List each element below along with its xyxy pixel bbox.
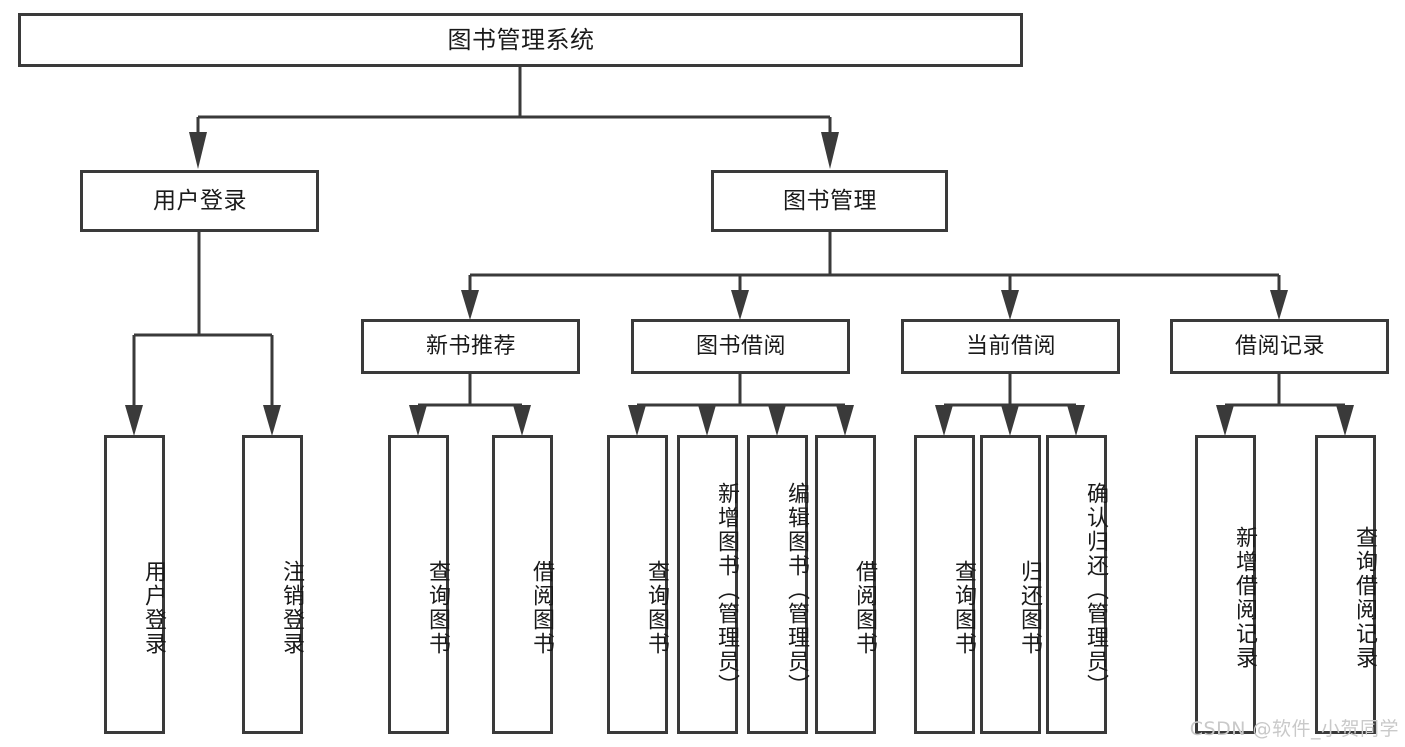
leaf-box-borrow-lend[interactable]	[815, 435, 876, 734]
arrow-head-book-borrow-leaf-3	[768, 405, 786, 436]
arrow-head-current-borrow	[1001, 290, 1019, 320]
arrow-head-leaf-logout	[263, 405, 281, 436]
arrow-head-book-borrow	[731, 290, 749, 320]
leaf-box-borrow-edit[interactable]	[747, 435, 808, 734]
node-root-box[interactable]	[18, 13, 1023, 67]
watermark-text: CSDN @软件_小贺同学	[1189, 718, 1399, 740]
node-current-borrow-box[interactable]	[901, 319, 1120, 374]
node-book-borrow-box[interactable]	[631, 319, 850, 374]
leaf-box-borrow-query[interactable]	[607, 435, 668, 734]
leaf-box-user-login[interactable]	[104, 435, 165, 734]
leaf-box-record-query[interactable]	[1315, 435, 1376, 734]
arrow-head-book-borrow-leaf-4	[836, 405, 854, 436]
arrow-head-borrow-record	[1270, 290, 1288, 320]
node-user-login-box[interactable]	[80, 170, 319, 232]
leaf-box-borrow-add[interactable]	[677, 435, 738, 734]
arrow-head-borrow-record-leaf-2	[1336, 405, 1354, 436]
arrow-head-current-borrow-leaf-2	[1001, 405, 1019, 436]
leaf-box-current-query[interactable]	[914, 435, 975, 734]
arrow-head-borrow-record-leaf-1	[1216, 405, 1234, 436]
arrow-head-current-borrow-leaf-3	[1067, 405, 1085, 436]
node-new-book-box[interactable]	[361, 319, 580, 374]
arrow-head-book-mgmt	[821, 132, 839, 169]
arrow-head-user-login	[189, 132, 207, 169]
leaf-box-new-book-query[interactable]	[388, 435, 449, 734]
arrow-head-new-book-leaf-1	[409, 405, 427, 436]
arrow-head-current-borrow-leaf-1	[935, 405, 953, 436]
arrow-head-new-book-leaf-2	[513, 405, 531, 436]
node-book-mgmt-box[interactable]	[711, 170, 948, 232]
leaf-box-new-book-borrow[interactable]	[492, 435, 553, 734]
arrow-head-leaf-user-login	[125, 405, 143, 436]
leaf-box-logout[interactable]	[242, 435, 303, 734]
arrow-head-book-borrow-leaf-1	[628, 405, 646, 436]
leaf-box-current-confirm[interactable]	[1046, 435, 1107, 734]
node-borrow-record-box[interactable]	[1170, 319, 1389, 374]
arrow-head-new-book	[461, 290, 479, 320]
leaf-box-record-add[interactable]	[1195, 435, 1256, 734]
arrow-head-book-borrow-leaf-2	[698, 405, 716, 436]
leaf-box-current-return[interactable]	[980, 435, 1041, 734]
